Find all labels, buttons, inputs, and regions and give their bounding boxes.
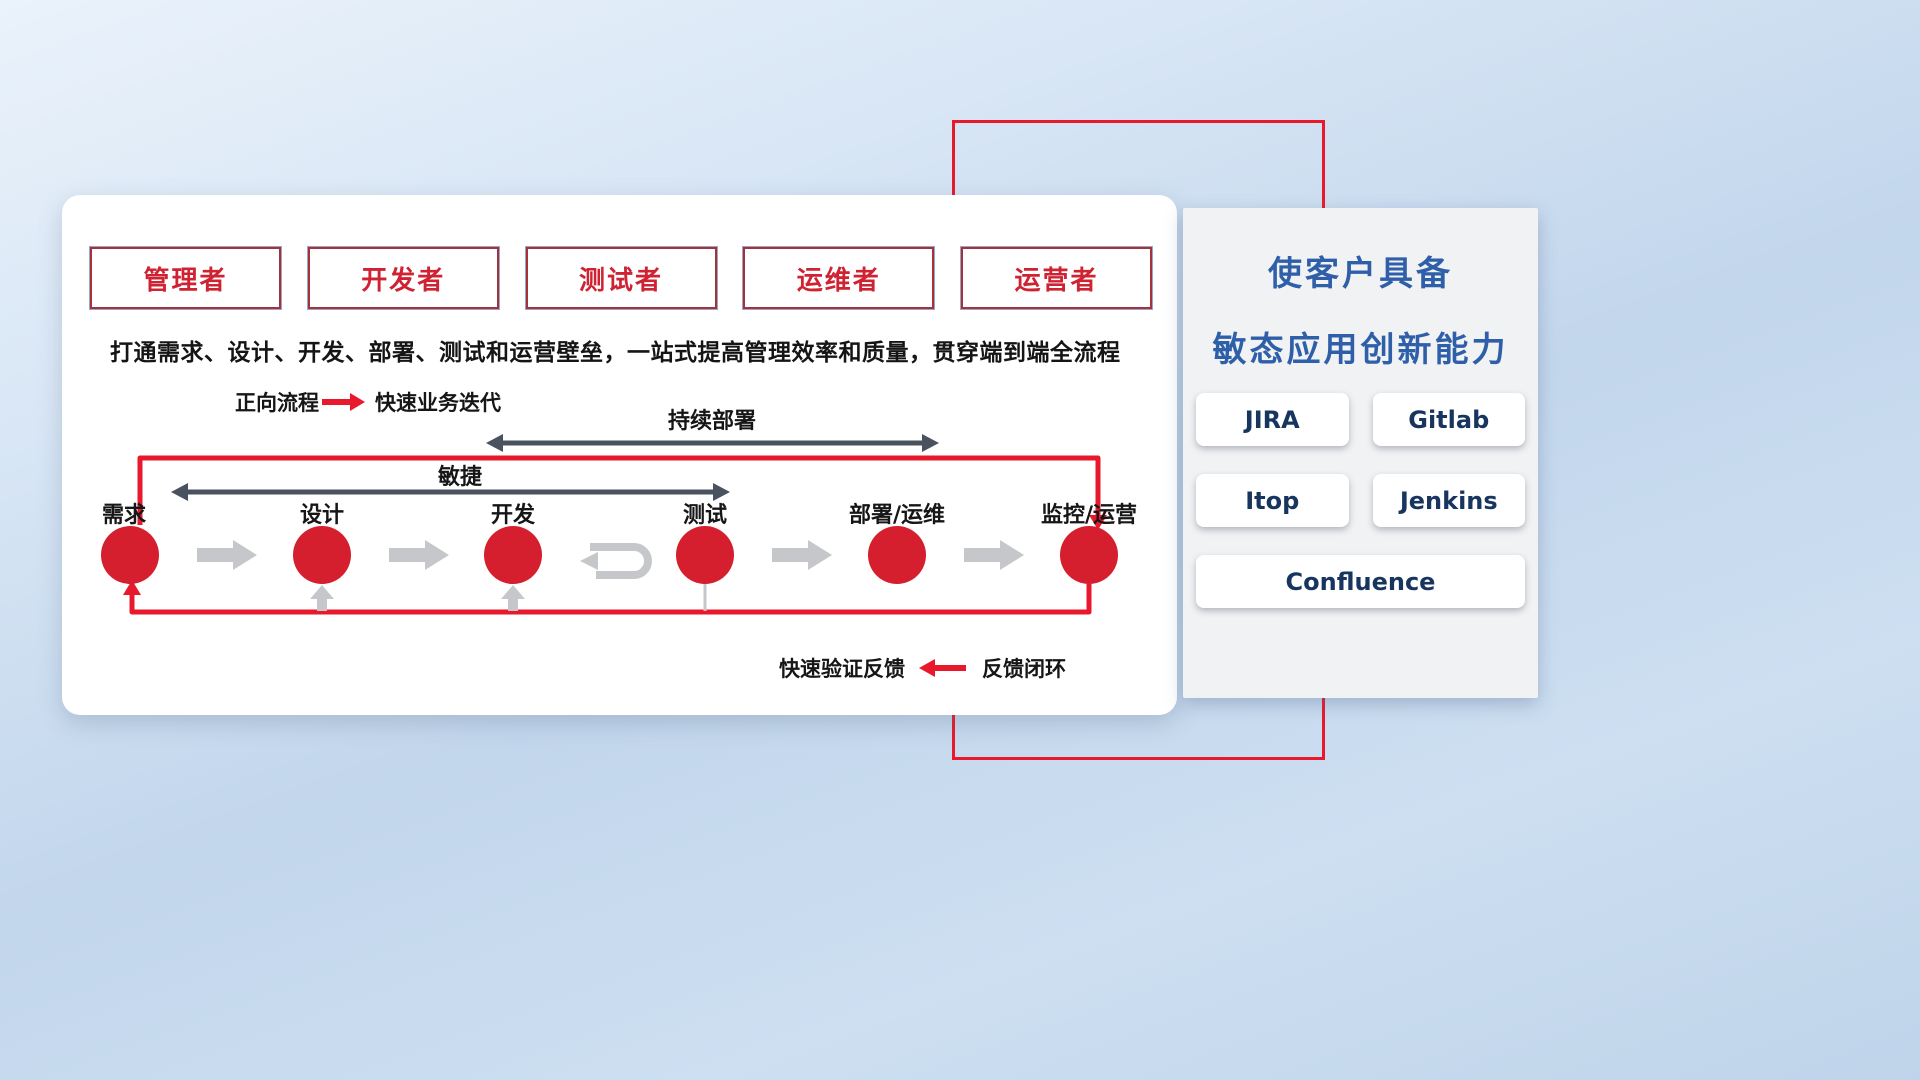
node-label-develop: 开发 [491, 502, 536, 528]
role-label: 测试者 [578, 265, 663, 296]
node-label-design: 设计 [300, 503, 344, 528]
role-box-ops: 运维者 [743, 247, 935, 309]
role-box-operator: 运营者 [961, 247, 1152, 309]
iteration-loop-icon [580, 543, 652, 579]
devops-flow-card: 管理者 开发者 测试者 运维者 运营者 打通需求、设计、开发、部署、测试和运营壁… [62, 195, 1177, 715]
node-circle-deploy-ops [868, 526, 926, 584]
role-boxes-row: 管理者 开发者 测试者 运维者 运营者 [90, 247, 1152, 309]
feedback-loop-line [123, 580, 1092, 615]
feedback-arrow-icon [919, 659, 966, 677]
continuous-deploy-span-arrow [486, 434, 939, 452]
tool-chip-jenkins: Jenkins [1372, 474, 1525, 527]
feedback-desc: 快速验证反馈 [779, 657, 905, 681]
tool-chip-gitlab: Gitlab [1372, 393, 1525, 446]
role-box-manager: 管理者 [90, 247, 281, 309]
panel-title: 使客户具备 敏态应用创新能力 [1183, 208, 1538, 388]
node-circle-requirement [101, 526, 159, 584]
block-arrow [389, 540, 449, 570]
forward-arrow-icon [322, 393, 365, 411]
block-arrow [772, 540, 832, 570]
up-arrow [501, 585, 525, 611]
forward-flow-label: 正向流程 [235, 391, 319, 415]
role-box-tester: 测试者 [525, 247, 717, 309]
agile-label: 敏捷 [437, 464, 483, 490]
block-arrow [197, 540, 257, 570]
process-description: 打通需求、设计、开发、部署、测试和运营壁垒，一站式提高管理效率和质量，贯穿端到端… [110, 340, 1121, 366]
role-label: 运营者 [1014, 265, 1099, 296]
panel-title-line1: 使客户具备 [1268, 254, 1453, 294]
node-label-test: 测试 [683, 503, 727, 528]
block-arrow [964, 540, 1024, 570]
role-label: 运维者 [796, 265, 881, 296]
node-circle-develop [484, 526, 542, 584]
forward-flow-desc: 快速业务迭代 [375, 391, 501, 415]
node-circle-design [293, 526, 351, 584]
tool-chip-itop: Itop [1196, 474, 1349, 527]
agile-span-arrow [171, 483, 730, 501]
node-circle-test [676, 526, 734, 584]
node-label-monitor: 监控/运营 [1041, 502, 1137, 528]
tool-chip-jira: JIRA [1196, 393, 1349, 446]
role-label: 管理者 [143, 265, 228, 296]
node-label-deploy-ops: 部署/运维 [849, 502, 945, 528]
capability-panel: 使客户具备 敏态应用创新能力 JIRA Gitlab Itop Jenkins … [1183, 208, 1538, 698]
panel-title-line2: 敏态应用创新能力 [1212, 330, 1509, 370]
forward-loop-line [137, 455, 1107, 530]
node-label-requirement: 需求 [102, 503, 146, 528]
up-arrow [310, 585, 334, 611]
role-label: 开发者 [361, 265, 446, 296]
tool-chip-confluence: Confluence [1196, 555, 1525, 608]
node-circle-monitor [1060, 526, 1118, 584]
tools-grid: JIRA Gitlab Itop Jenkins Confluence [1196, 393, 1525, 608]
continuous-deploy-label: 持续部署 [668, 408, 756, 434]
flow-diagram: 正向流程 快速业务迭代 持续部署 敏捷 [101, 391, 1137, 681]
feedback-label: 反馈闭环 [982, 657, 1066, 681]
role-box-developer: 开发者 [307, 247, 499, 309]
